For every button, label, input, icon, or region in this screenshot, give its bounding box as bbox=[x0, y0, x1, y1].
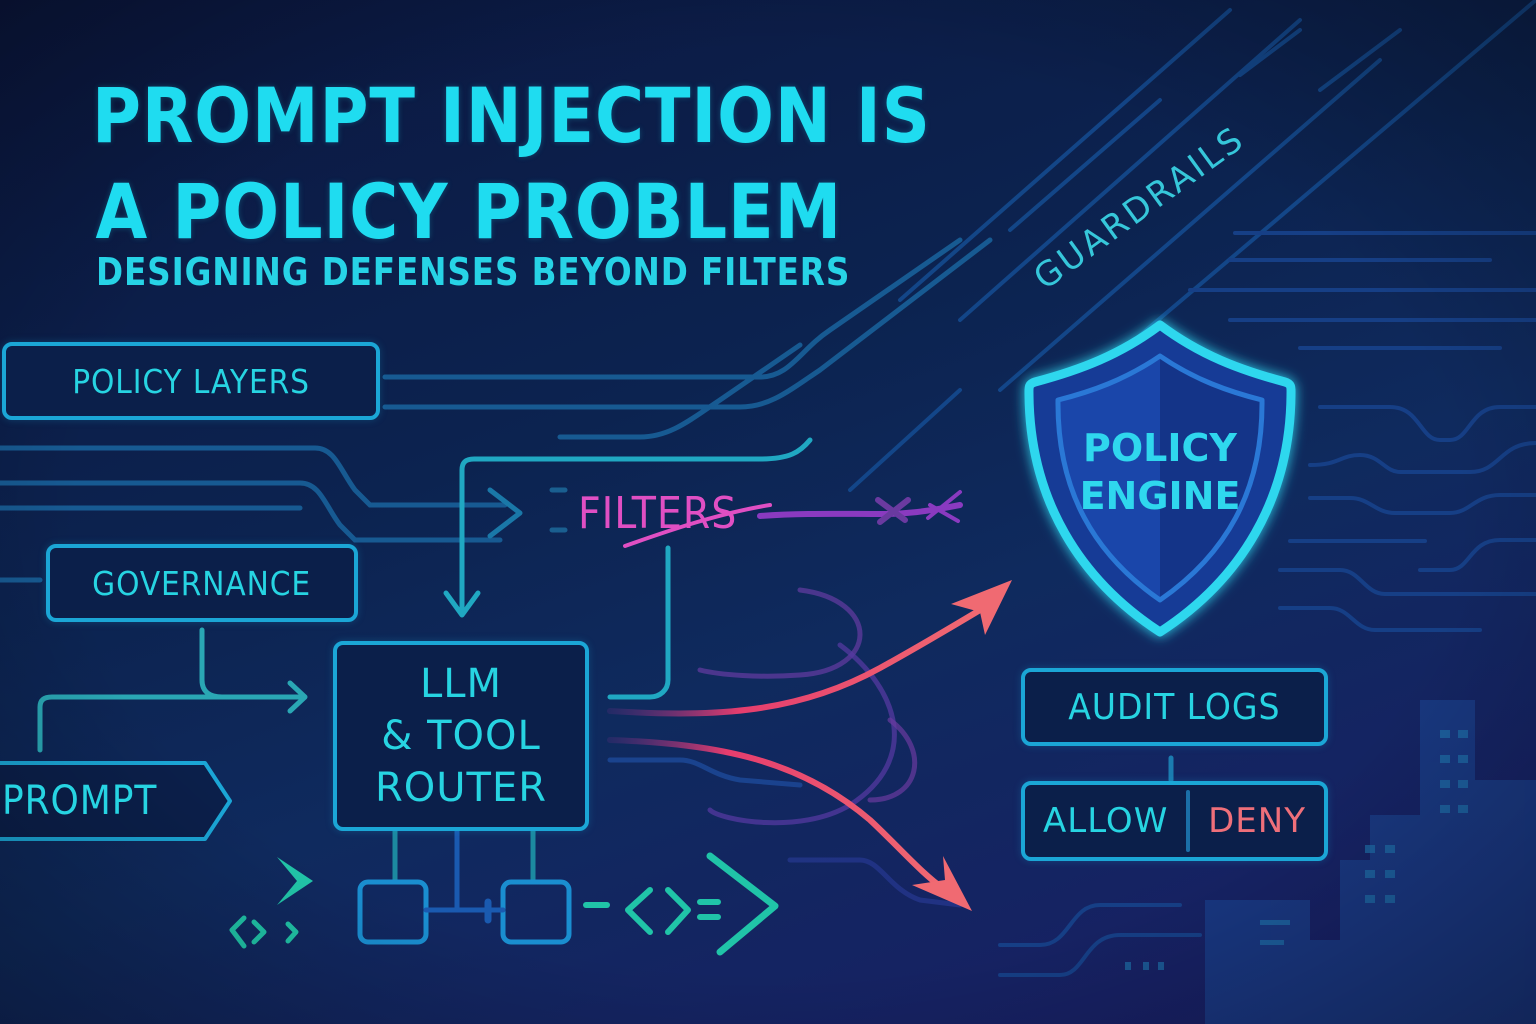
allow-deny-divider bbox=[1186, 790, 1191, 852]
router-label-line-2: & TOOL bbox=[381, 713, 541, 759]
router-label-line-3: ROUTER bbox=[374, 765, 548, 811]
title-line-1: PROMPT INJECTION IS bbox=[92, 71, 931, 160]
policy-engine-line-2: ENGINE bbox=[1079, 474, 1241, 518]
policy-engine-line-1: POLICY bbox=[1083, 426, 1237, 470]
allow-deny-node: ALLOW DENY bbox=[1021, 781, 1328, 861]
policy-layers-node: POLICY LAYERS bbox=[2, 342, 380, 420]
page-title: PROMPT INJECTION IS A POLICY PROBLEM bbox=[92, 68, 931, 260]
llm-tool-router-node: LLM & TOOL ROUTER bbox=[333, 641, 589, 831]
audit-logs-node: AUDIT LOGS bbox=[1021, 668, 1328, 746]
audit-logs-label: AUDIT LOGS bbox=[1068, 686, 1281, 728]
governance-label: GOVERNANCE bbox=[92, 563, 312, 603]
router-label-line-1: LLM bbox=[419, 661, 503, 707]
page-subtitle: DESIGNING DEFENSES BEYOND FILTERS bbox=[96, 250, 851, 294]
policy-layers-label: POLICY LAYERS bbox=[72, 361, 310, 401]
title-line-2: A POLICY PROBLEM bbox=[95, 167, 843, 256]
filters-label: FILTERS bbox=[578, 488, 738, 539]
deny-label: DENY bbox=[1208, 801, 1306, 841]
governance-node: GOVERNANCE bbox=[46, 544, 358, 622]
policy-engine-label: POLICY ENGINE bbox=[1060, 424, 1260, 520]
prompt-label: PROMPT bbox=[2, 778, 158, 824]
allow-label: ALLOW bbox=[1043, 801, 1169, 841]
